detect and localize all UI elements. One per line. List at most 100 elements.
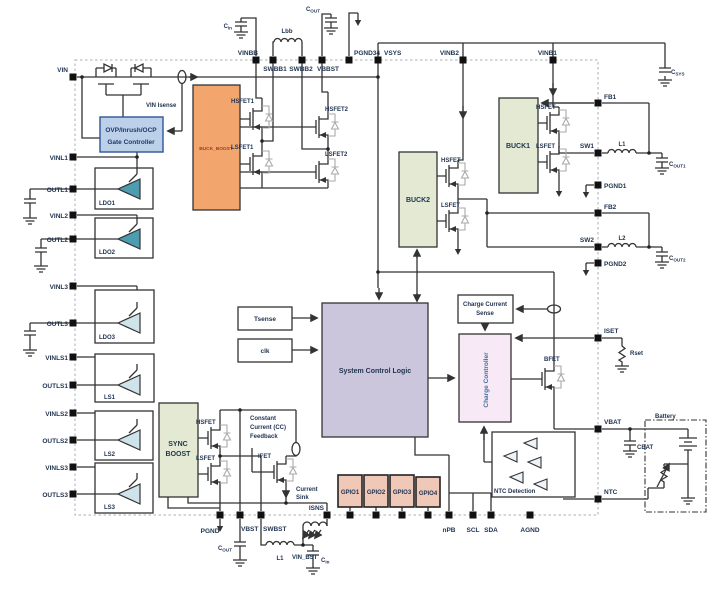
label-outls1: OUTLS1 (42, 383, 68, 390)
cap-label-cin-top: Cin (224, 24, 233, 31)
cap-label-cout-bot: COUT (218, 546, 232, 553)
ls1-label: LS1 (104, 395, 116, 401)
nmos-lsfet1 (239, 147, 274, 181)
label-vin: VIN (57, 67, 68, 74)
charge-controller-label: Charge Controller (483, 352, 490, 408)
block-charge-current-sense: Charge Current Sense (457, 294, 514, 324)
cout-bot-sub: OUT (222, 548, 232, 553)
pin-vbst (236, 511, 244, 519)
label-swbst: SWBST (263, 526, 287, 533)
cout2-main: C (669, 256, 674, 262)
label-vbbst: VBBST (317, 66, 339, 73)
ls2-label: LS2 (104, 452, 116, 458)
sync-boost-label-1: SYNC (168, 441, 187, 448)
ovp-label-1: OVP/Inrush/OCP (105, 127, 157, 134)
pin-fb1 (594, 99, 602, 107)
pin-outls1 (69, 381, 77, 389)
block-ldo3: LDO3 (94, 289, 155, 344)
cap-label-cout1: COUT1 (669, 162, 686, 169)
block-sync-boost: SYNC BOOST (158, 402, 199, 498)
label-cc-3: Feedback (250, 434, 278, 440)
cap-csys (658, 67, 672, 73)
label-l1-top: L1 (618, 142, 626, 148)
label-pgnd34: PGND34 (354, 50, 380, 57)
label-vinls3: VINLS3 (45, 465, 68, 472)
charge-current-sense-icon (546, 304, 562, 314)
label-pgnd2: PGND2 (604, 261, 627, 268)
nmos-boost-lsfet (197, 457, 232, 491)
label-vinl1: VINL1 (50, 155, 69, 162)
nmos-ifet (263, 455, 298, 489)
pin-gpio4 (424, 511, 432, 519)
nmos-buck1-lsfet (536, 145, 571, 179)
pin-vbbst (318, 56, 326, 64)
pin-vinls3 (69, 463, 77, 471)
block-buck-boost: BUCK_BOOST (192, 84, 241, 211)
label-lsfet2: LSFET2 (325, 152, 348, 158)
pin-vinls1 (69, 353, 77, 361)
nmos-buck1-hsfet (536, 106, 571, 140)
cap-cout2 (655, 251, 669, 257)
block-ls3: LS3 (94, 462, 154, 514)
label-sw2: SW2 (580, 237, 594, 244)
label-boost-hsfet: HSFET (196, 420, 216, 426)
pin-vinb1 (549, 56, 557, 64)
gnd-cout-bot (232, 559, 248, 567)
pin-iset (594, 334, 602, 342)
cap-label-cout2: COUT2 (669, 256, 686, 263)
block-gpio3: GPIO3 (389, 474, 415, 508)
tsense-label: Tsense (254, 316, 276, 323)
label-vinb2: VINB2 (440, 50, 460, 57)
pin-vinb2 (459, 56, 467, 64)
ic-boundary (74, 59, 599, 516)
pin-scl (469, 511, 477, 519)
nmos-hsfet1 (239, 102, 274, 136)
label-rset: Rset (630, 351, 643, 357)
inductor-l1-boost (265, 540, 295, 546)
label-buck1-lsfet: LSFET (536, 144, 555, 150)
label-buck2-hsfet: HSFET (441, 158, 461, 164)
label-outl1: OUTL1 (47, 187, 69, 194)
block-tsense: Tsense (237, 306, 293, 331)
pin-sw1 (594, 149, 602, 157)
nmos-bfet (531, 362, 566, 396)
gnd-outl2 (33, 265, 49, 273)
pin-fb2 (594, 209, 602, 217)
label-isns: ISNS (309, 505, 325, 512)
ldo3-label: LDO3 (99, 335, 116, 341)
cout1-main: C (669, 162, 674, 168)
label-iset: ISET (604, 328, 618, 335)
buck1-label: BUCK1 (506, 143, 530, 150)
pin-vbat (594, 425, 602, 433)
gnd-cout1 (654, 167, 670, 175)
pin-pgnd (216, 511, 224, 519)
gnd-battery (680, 497, 696, 505)
gnd-arrow-buck1 (555, 183, 563, 198)
gnd-arrow-pgnd34 (354, 12, 362, 27)
label-scl: SCL (467, 527, 480, 534)
sync-boost-label-2: BOOST (166, 451, 192, 458)
label-vbst: VBST (241, 526, 258, 533)
cout2-sub: OUT2 (673, 258, 686, 263)
cin-bot-main: C (321, 558, 326, 564)
gnd-cout-top (323, 27, 339, 35)
gpio2-label: GPIO2 (367, 490, 386, 496)
pin-sda (487, 511, 495, 519)
gnd-outl3 (22, 349, 38, 357)
label-pgnd1: PGND1 (604, 183, 627, 190)
block-ldo2: LDO2 (94, 217, 154, 259)
label-boost-lsfet: LSFET (196, 456, 215, 462)
pin-vinbb (252, 56, 260, 64)
nmos-hsfet2 (305, 110, 340, 144)
label-vin-isense: VIN Isense (146, 103, 177, 109)
label-hsfet2: HSFET2 (325, 107, 349, 113)
cap-cout-top (324, 17, 338, 23)
pin-outl3 (69, 319, 77, 327)
pin-pgnd2 (594, 259, 602, 267)
label-l2: L2 (618, 236, 626, 242)
cap-cbat (623, 440, 637, 446)
label-current-sink-2: Sink (296, 495, 309, 501)
clk-label: clk (260, 348, 269, 355)
